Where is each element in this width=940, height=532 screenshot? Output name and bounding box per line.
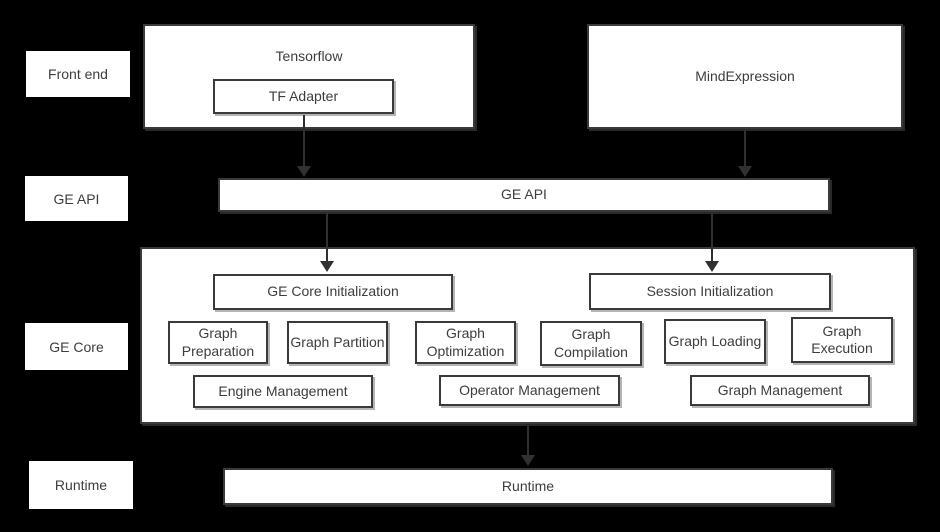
arrow-mindexpression-to-ge-api bbox=[738, 130, 752, 177]
layer-label-ge-core: GE Core bbox=[25, 323, 128, 370]
arrow-line bbox=[326, 213, 328, 263]
arrow-head-icon bbox=[297, 166, 311, 177]
node-runtime-bar: Runtime bbox=[223, 468, 833, 505]
arrow-head-icon bbox=[705, 261, 719, 272]
node-graph-loading-label: Graph Loading bbox=[668, 332, 762, 349]
layer-label-front-end: Front end bbox=[26, 51, 130, 97]
node-tf-adapter-label: TF Adapter bbox=[268, 87, 339, 104]
arrow-line bbox=[303, 115, 305, 168]
arrow-ge-api-to-ge-core-initialization bbox=[320, 213, 334, 272]
node-ge-core-initialization: GE Core Initialization bbox=[213, 274, 453, 310]
arrow-head-icon bbox=[320, 261, 334, 272]
node-graph-execution-label: Graph Execution bbox=[811, 322, 873, 357]
node-graph-partition: Graph Partition bbox=[287, 321, 388, 364]
arrow-line bbox=[711, 213, 713, 263]
arrow-line bbox=[744, 130, 746, 168]
node-runtime-label: Runtime bbox=[501, 477, 555, 494]
node-tf-adapter: TF Adapter bbox=[213, 79, 394, 114]
layer-label-runtime-text: Runtime bbox=[54, 477, 108, 493]
node-operator-management: Operator Management bbox=[439, 375, 620, 406]
node-session-initialization: Session Initialization bbox=[589, 273, 831, 310]
arrow-ge-core-to-runtime bbox=[521, 426, 535, 466]
node-engine-management-label: Engine Management bbox=[218, 382, 348, 399]
node-graph-loading: Graph Loading bbox=[664, 319, 766, 364]
node-mindexpression: MindExpression bbox=[587, 24, 903, 129]
layer-label-ge-core-text: GE Core bbox=[49, 338, 104, 355]
node-ge-core-initialization-label: GE Core Initialization bbox=[267, 283, 399, 300]
layer-label-ge-api: GE API bbox=[25, 176, 128, 221]
node-graph-preparation-label: Graph Preparation bbox=[181, 325, 255, 359]
node-graph-compilation: Graph Compilation bbox=[540, 321, 642, 366]
node-operator-management-label: Operator Management bbox=[459, 381, 600, 398]
layer-label-ge-api-text: GE API bbox=[53, 190, 100, 207]
node-graph-management-label: Graph Management bbox=[717, 381, 843, 398]
node-graph-execution: Graph Execution bbox=[791, 317, 893, 363]
arrow-head-icon bbox=[521, 455, 535, 466]
node-tensorflow-label: Tensorflow bbox=[275, 48, 343, 64]
node-graph-compilation-label: Graph Compilation bbox=[554, 326, 628, 360]
node-graph-optimization: Graph Optimization bbox=[415, 321, 516, 364]
node-engine-management: Engine Management bbox=[193, 375, 373, 408]
node-graph-preparation: Graph Preparation bbox=[168, 321, 268, 364]
node-ge-api-label: GE API bbox=[501, 186, 547, 203]
layer-label-front-end-text: Front end bbox=[48, 66, 108, 82]
arrow-head-icon bbox=[738, 166, 752, 177]
node-graph-optimization-label: Graph Optimization bbox=[426, 325, 505, 359]
layer-label-runtime: Runtime bbox=[29, 461, 133, 509]
node-session-initialization-label: Session Initialization bbox=[646, 282, 774, 299]
arrow-ge-api-to-session-initialization bbox=[705, 213, 719, 272]
node-graph-management: Graph Management bbox=[690, 375, 870, 406]
node-ge-api-bar: GE API bbox=[218, 178, 830, 212]
arrow-tf-adapter-to-ge-api bbox=[297, 115, 311, 177]
arrow-line bbox=[527, 426, 529, 457]
node-graph-partition-label: Graph Partition bbox=[290, 333, 385, 350]
node-mindexpression-label: MindExpression bbox=[695, 67, 795, 84]
